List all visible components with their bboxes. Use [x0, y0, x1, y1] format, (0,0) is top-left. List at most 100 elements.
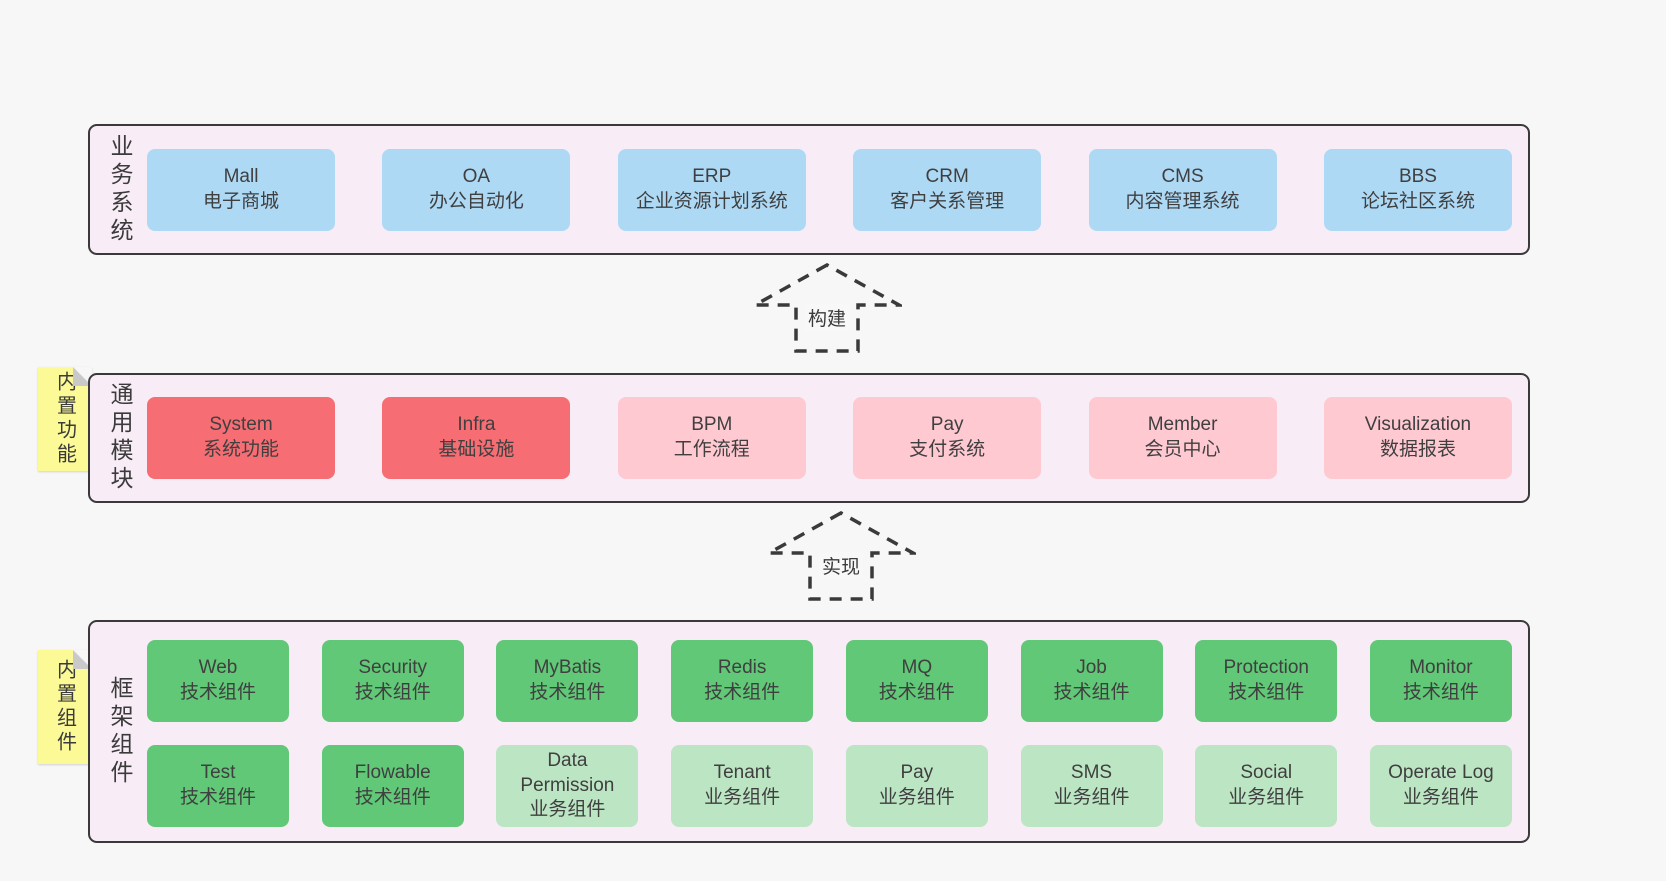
layer-label-business-systems: 业务系统	[107, 133, 133, 246]
node-desc: 办公自动化	[428, 190, 524, 212]
node-name: Visualization	[1364, 414, 1472, 436]
node-name: Data Permission	[520, 749, 615, 796]
node-desc: 技术组件	[354, 682, 431, 703]
node-mybatis: MyBatis 技术组件	[496, 640, 639, 722]
node-monitor: Monitor 技术组件	[1369, 640, 1512, 722]
node-desc: 业务组件	[704, 787, 781, 808]
node-desc: 技术组件	[179, 682, 256, 703]
node-web: Web 技术组件	[147, 640, 289, 722]
sticky-note-built-in-functions: 内置功能	[38, 367, 92, 471]
node-bpm: BPM 工作流程	[617, 397, 806, 479]
node-name: Operate Log	[1388, 762, 1494, 784]
node-name: Security	[358, 657, 428, 679]
node-desc: 会员中心	[1144, 439, 1221, 460]
node-desc: 企业资源计划系统	[635, 190, 788, 212]
node-name: Member	[1147, 414, 1218, 436]
node-desc: 基础设施	[438, 439, 515, 460]
component-box-row-2: Test 技术组件 Flowable 技术组件 Data Permission …	[147, 745, 1512, 827]
node-name: SMS	[1070, 762, 1113, 784]
node-name: BPM	[691, 414, 733, 436]
arrow-implement-up: 实现	[766, 510, 916, 602]
node-name: Pay	[900, 762, 934, 784]
node-job: Job 技术组件	[1020, 640, 1163, 722]
node-name: Job	[1076, 657, 1107, 679]
node-desc: 技术组件	[1228, 682, 1305, 703]
node-desc: 工作流程	[673, 439, 750, 460]
dashed-up-arrow-icon	[766, 510, 916, 601]
node-desc: 技术组件	[529, 682, 606, 703]
node-desc: 技术组件	[354, 787, 431, 808]
node-visualization: Visualization 数据报表	[1323, 397, 1512, 479]
node-name: BBS	[1398, 165, 1437, 187]
node-name: Infra	[457, 414, 496, 436]
node-data-permission: Data Permission 业务组件	[496, 745, 639, 827]
node-desc: 系统功能	[202, 439, 279, 460]
sticky-note-label: 内置功能	[53, 371, 76, 467]
node-name: Social	[1240, 762, 1293, 784]
node-name: Flowable	[354, 762, 431, 784]
business-box-row: Mall 电子商城 OA 办公自动化 ERP 企业资源计划系统 CRM 客户关系…	[147, 148, 1512, 231]
node-desc: 支付系统	[909, 439, 986, 460]
sticky-note-built-in-components: 内置组件	[38, 650, 92, 764]
node-desc: 技术组件	[1053, 682, 1130, 703]
node-flowable: Flowable 技术组件	[321, 745, 464, 827]
node-desc: 论坛社区系统	[1360, 190, 1475, 212]
module-box-row: System 系统功能 Infra 基础设施 BPM 工作流程 Pay 支付系统…	[147, 397, 1512, 479]
node-name: Monitor	[1409, 657, 1473, 679]
node-operate-log: Operate Log 业务组件	[1369, 745, 1512, 827]
dashed-up-arrow-icon	[752, 262, 902, 353]
arrow-build-up: 构建	[752, 262, 902, 354]
node-desc: 内容管理系统	[1125, 190, 1240, 212]
node-redis: Redis 技术组件	[671, 640, 814, 722]
layer-framework-components: 框架组件 Web 技术组件 Security 技术组件 MyBatis 技术组件…	[88, 620, 1530, 843]
node-desc: 电子商城	[202, 190, 279, 212]
node-desc: 业务组件	[529, 799, 606, 821]
node-name: Redis	[717, 657, 767, 679]
node-tenant: Tenant 业务组件	[671, 745, 814, 827]
node-name: MQ	[901, 657, 933, 679]
layer-business-systems: 业务系统 Mall 电子商城 OA 办公自动化 ERP 企业资源计划系统 CRM…	[88, 124, 1530, 255]
node-security: Security 技术组件	[321, 640, 464, 722]
node-cms: CMS 内容管理系统	[1088, 148, 1277, 231]
arrow-build-label: 构建	[804, 304, 850, 331]
node-name: ERP	[692, 165, 732, 187]
node-name: CRM	[925, 165, 969, 187]
arrow-implement-label: 实现	[818, 552, 864, 579]
layer-label-common-modules: 通用模块	[107, 382, 133, 494]
node-social: Social 业务组件	[1195, 745, 1338, 827]
node-member: Member 会员中心	[1088, 397, 1277, 479]
node-desc: 技术组件	[878, 682, 955, 703]
node-protection: Protection 技术组件	[1195, 640, 1338, 722]
node-erp: ERP 企业资源计划系统	[617, 148, 806, 231]
node-name: System	[209, 414, 273, 436]
node-system: System 系统功能	[147, 397, 335, 479]
node-name: Protection	[1223, 657, 1309, 679]
node-name: Web	[198, 657, 238, 679]
node-desc: 业务组件	[1053, 787, 1130, 808]
node-name: Test	[200, 762, 236, 784]
node-name: CMS	[1161, 165, 1204, 187]
component-box-row-1: Web 技术组件 Security 技术组件 MyBatis 技术组件 Redi…	[147, 640, 1512, 722]
node-desc: 技术组件	[704, 682, 781, 703]
node-test: Test 技术组件	[147, 745, 289, 827]
node-desc: 数据报表	[1379, 439, 1456, 460]
node-desc: 业务组件	[1228, 787, 1305, 808]
node-mq: MQ 技术组件	[845, 640, 988, 722]
node-name: Mall	[223, 165, 259, 187]
node-mall: Mall 电子商城	[147, 148, 335, 231]
node-desc: 技术组件	[1402, 682, 1479, 703]
sticky-note-label: 内置组件	[53, 659, 76, 755]
node-bbs: BBS 论坛社区系统	[1323, 148, 1512, 231]
node-oa: OA 办公自动化	[382, 148, 571, 231]
node-crm: CRM 客户关系管理	[853, 148, 1042, 231]
node-desc: 技术组件	[179, 787, 256, 808]
node-name: Pay	[930, 414, 964, 436]
node-desc: 客户关系管理	[890, 190, 1005, 212]
layer-label-framework-components: 框架组件	[107, 675, 133, 788]
node-sms: SMS 业务组件	[1020, 745, 1163, 827]
node-pay-system: Pay 支付系统	[853, 397, 1042, 479]
node-desc: 业务组件	[878, 787, 955, 808]
node-infra: Infra 基础设施	[382, 397, 571, 479]
node-name: Tenant	[713, 762, 771, 784]
